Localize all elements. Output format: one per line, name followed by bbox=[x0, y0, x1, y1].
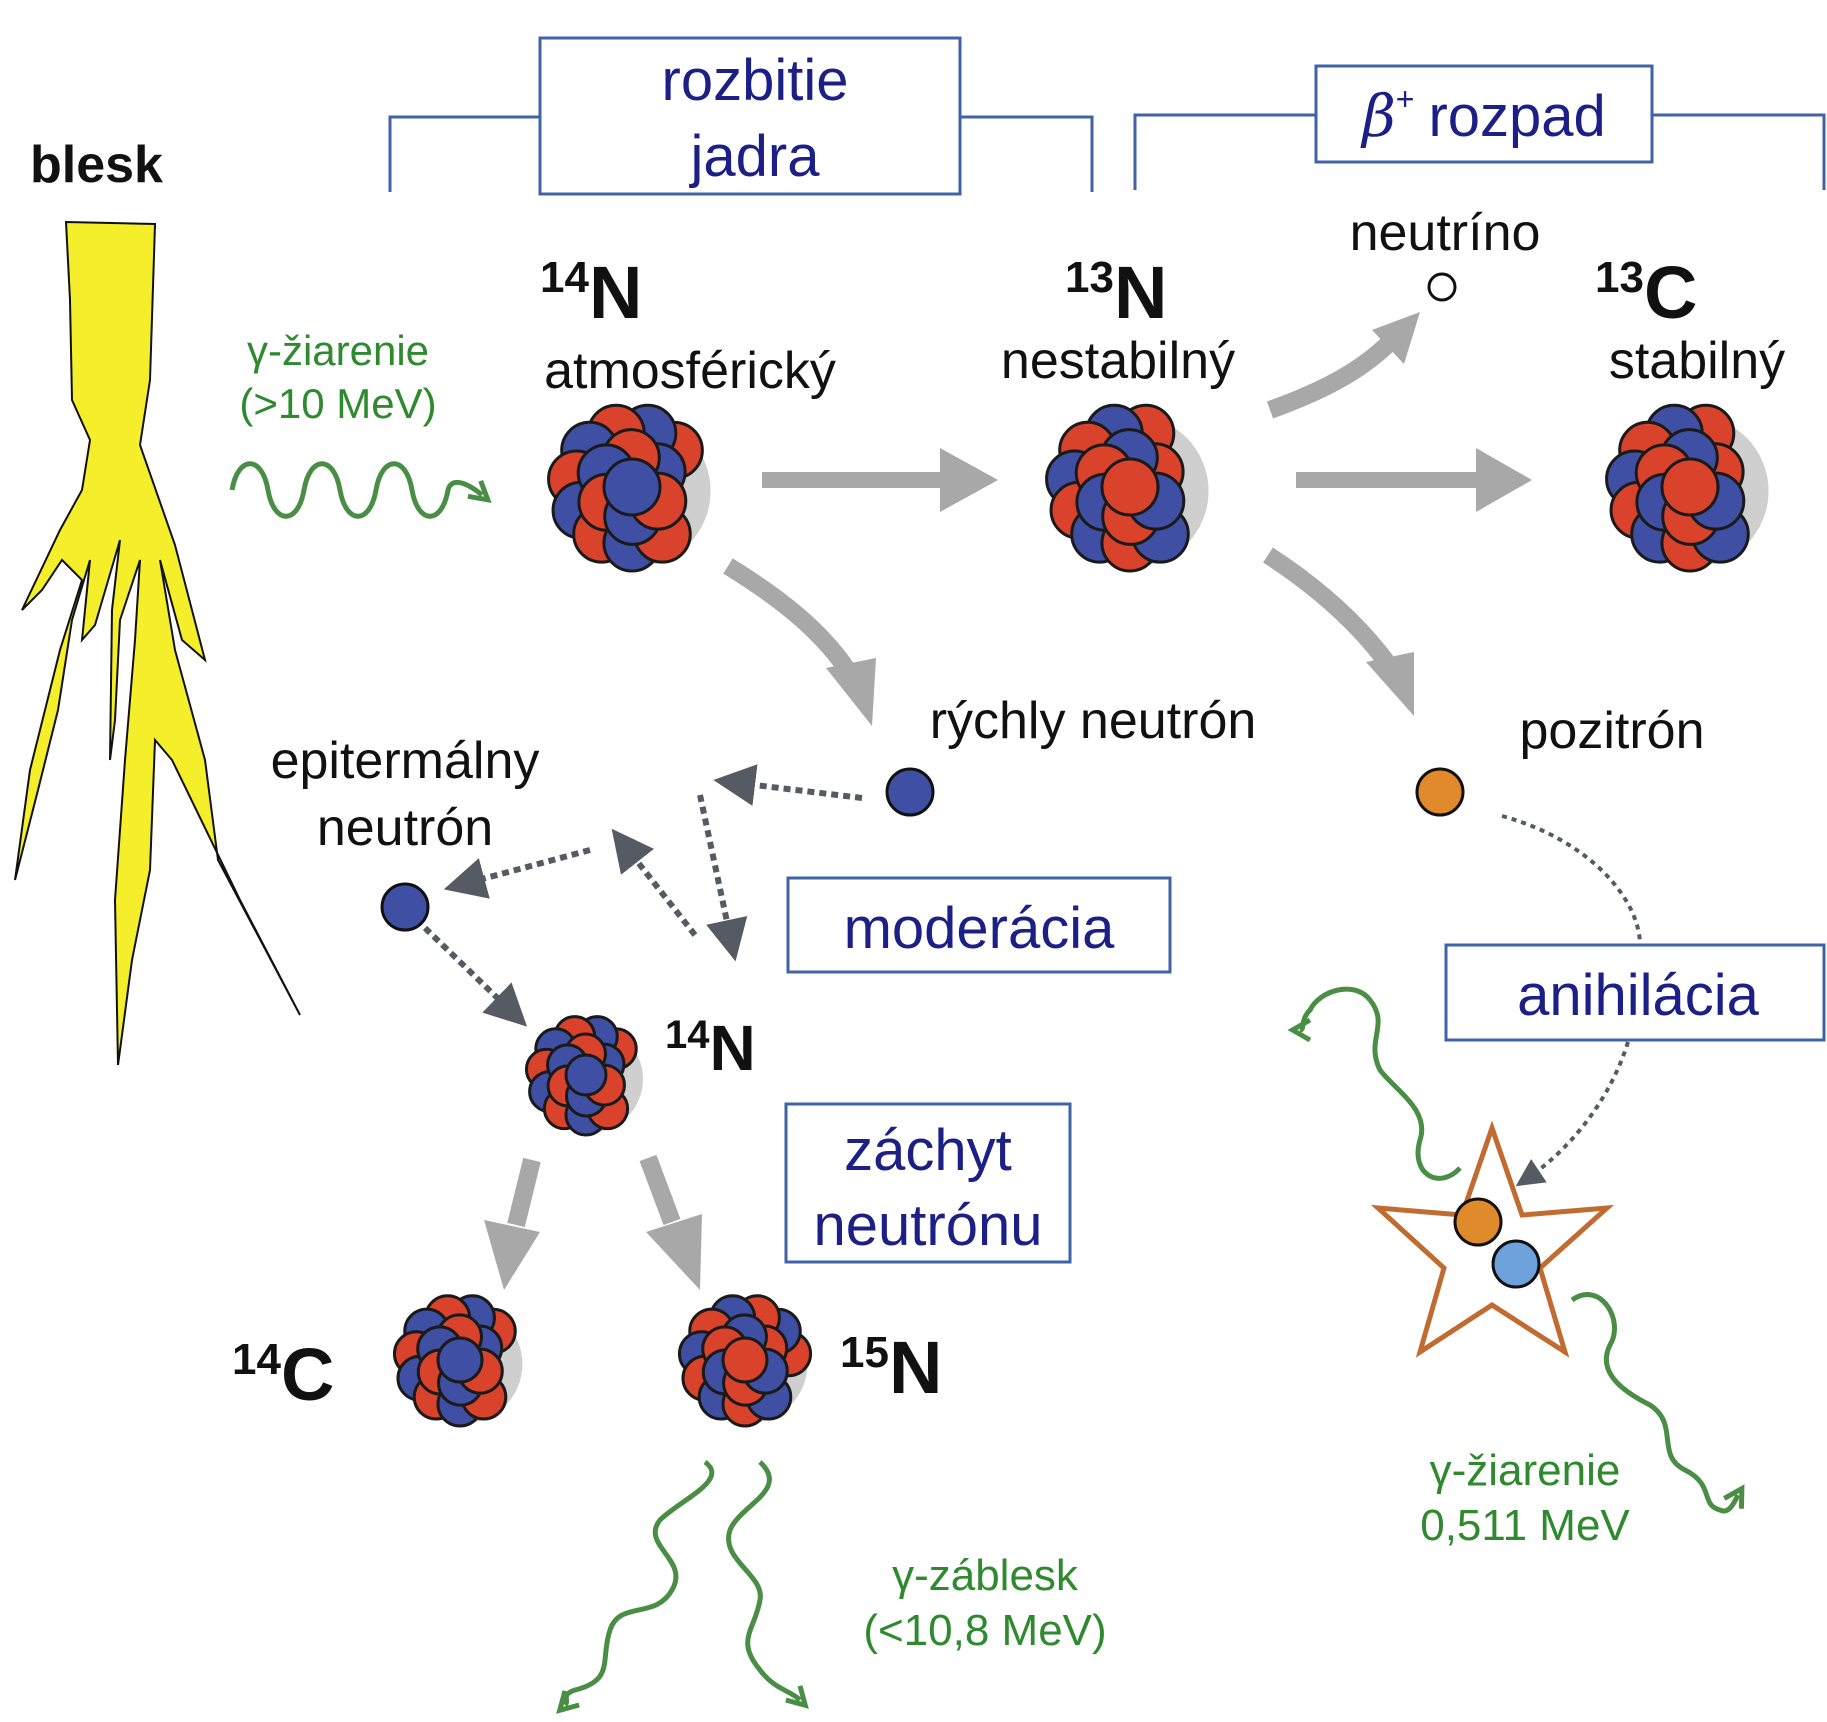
positron-label: pozitrón bbox=[1520, 702, 1705, 760]
nucleus-n13 bbox=[1045, 403, 1209, 573]
nucleus-c13 bbox=[1605, 403, 1769, 573]
n13-desc: nestabilný bbox=[1001, 332, 1235, 390]
c14-sym: C bbox=[281, 1333, 334, 1416]
capture-label-1: záchyt bbox=[844, 1118, 1012, 1183]
gamma-flash-label-2: (<10,8 MeV) bbox=[863, 1606, 1106, 1655]
breakup-label-2: jadra bbox=[689, 124, 821, 189]
annihilation-positron bbox=[1453, 1197, 1503, 1247]
gamma-flash-wave-2 bbox=[726, 1460, 809, 1709]
arrow-n13-to-positron-head bbox=[1366, 652, 1414, 716]
n14-top-sym: N bbox=[589, 251, 642, 334]
beta-box bbox=[1314, 64, 1654, 164]
gamma-in-label-2: (>10 MeV) bbox=[239, 380, 436, 427]
dotted-to-epithermal bbox=[443, 847, 591, 899]
positron-particle bbox=[1415, 767, 1465, 817]
lightning-label: blesk bbox=[30, 136, 163, 194]
arrow-n14-to-fast-neutron-head bbox=[826, 658, 876, 726]
arrow-n13-to-c13 bbox=[1296, 448, 1532, 512]
n14-lower-symbol: 14N bbox=[665, 1012, 756, 1084]
n13-sym: N bbox=[1114, 251, 1167, 334]
n14-lower-sym: N bbox=[710, 1012, 756, 1084]
moderation-box bbox=[786, 876, 1172, 974]
gamma-ann-label-1: γ-žiarenie bbox=[1430, 1446, 1621, 1495]
gamma-in-label-1: γ-žiarenie bbox=[247, 327, 429, 374]
gamma-ann-wave-right bbox=[1570, 1292, 1745, 1514]
gamma-ann-label-2: 0,511 MeV bbox=[1420, 1501, 1630, 1550]
c13-mass: 13 bbox=[1595, 253, 1644, 302]
dotted-positron-to-annihilation bbox=[1501, 814, 1642, 946]
n15-sym: N bbox=[889, 1326, 942, 1409]
arrow-n13-to-neutrino bbox=[1266, 335, 1397, 419]
fast-neutron-label: rýchly neutrón bbox=[930, 692, 1257, 750]
beta-text: rozpad bbox=[1428, 84, 1605, 149]
dotted-up-left bbox=[611, 828, 698, 937]
capture-box bbox=[784, 1102, 1072, 1264]
arrow-n13-to-positron bbox=[1263, 547, 1396, 670]
breakup-label-1: rozbitie bbox=[662, 48, 849, 113]
lightning-bolt bbox=[14, 220, 301, 1066]
nucleus-n14-lower bbox=[524, 1015, 643, 1137]
neutron bbox=[564, 1053, 608, 1097]
c13-symbol: 13C bbox=[1595, 251, 1697, 334]
annihilation-label: anihilácia bbox=[1517, 963, 1760, 1028]
n15-symbol: 15N bbox=[840, 1326, 942, 1409]
n14-lower-mass: 14 bbox=[665, 1013, 710, 1057]
neutron bbox=[602, 457, 662, 517]
gamma-ann-wave-left bbox=[1287, 986, 1462, 1181]
moderation-arrows bbox=[422, 764, 863, 1027]
neutron bbox=[436, 1336, 484, 1384]
gray-arrows bbox=[762, 448, 1532, 512]
arrow-n14-to-c14-head bbox=[484, 1220, 540, 1290]
beta-symbol: β bbox=[1360, 82, 1396, 150]
annihilation-box bbox=[1444, 943, 1826, 1042]
n13-mass: 13 bbox=[1065, 253, 1114, 302]
n14-top-mass: 14 bbox=[540, 253, 589, 302]
capture-label-2: neutrónu bbox=[814, 1193, 1043, 1258]
dotted-down-moderation bbox=[697, 794, 748, 962]
nucleus-c14 bbox=[392, 1294, 523, 1428]
n15-mass: 15 bbox=[840, 1328, 889, 1377]
nucleus-n15 bbox=[677, 1294, 813, 1428]
gamma-flash-label-1: γ-záblesk bbox=[892, 1551, 1079, 1600]
dotted-fast-to-left bbox=[713, 764, 863, 806]
c14-symbol: 14C bbox=[232, 1333, 334, 1416]
dotted-annihilation-to-star bbox=[1515, 1041, 1630, 1187]
moderation-label: moderácia bbox=[844, 896, 1116, 961]
neutrino-particle bbox=[1427, 272, 1457, 302]
c14-mass: 14 bbox=[232, 1335, 281, 1384]
arrow-n14-to-c14 bbox=[507, 1157, 541, 1228]
proton bbox=[1660, 457, 1720, 517]
nucleus-n14-top bbox=[547, 403, 711, 573]
arrow-n14-to-n15 bbox=[639, 1154, 681, 1226]
proton bbox=[1100, 457, 1160, 517]
annihilation-electron bbox=[1491, 1239, 1541, 1289]
arrow-n14-to-n15-head bbox=[646, 1214, 702, 1290]
epithermal-neutron-particle bbox=[380, 882, 430, 932]
arrow-n14-to-fast-neutron bbox=[723, 558, 854, 674]
n14-top-desc: atmosférický bbox=[544, 342, 836, 400]
neutrino-label: neutríno bbox=[1350, 204, 1541, 262]
c13-sym: C bbox=[1644, 251, 1697, 334]
beta-label: β+ rozpad bbox=[1360, 81, 1606, 150]
epithermal-label-2: neutrón bbox=[317, 799, 493, 857]
gamma-flash-wave-1 bbox=[556, 1459, 715, 1714]
c13-desc: stabilný bbox=[1609, 332, 1785, 390]
dotted-epithermal-to-n14 bbox=[422, 925, 528, 1027]
arrow-n13-to-neutrino-head bbox=[1372, 312, 1420, 364]
fast-neutron-particle bbox=[885, 767, 935, 817]
arrow-n14-to-n13 bbox=[762, 448, 998, 512]
proton bbox=[721, 1336, 769, 1384]
n13-symbol: 13N bbox=[1065, 251, 1167, 334]
n14-top-symbol: 14N bbox=[540, 251, 642, 334]
epithermal-label-1: epitermálny bbox=[271, 732, 540, 790]
gamma-in-wave bbox=[229, 461, 492, 519]
breakup-box bbox=[538, 36, 962, 196]
beta-superscript: + bbox=[1396, 81, 1415, 117]
